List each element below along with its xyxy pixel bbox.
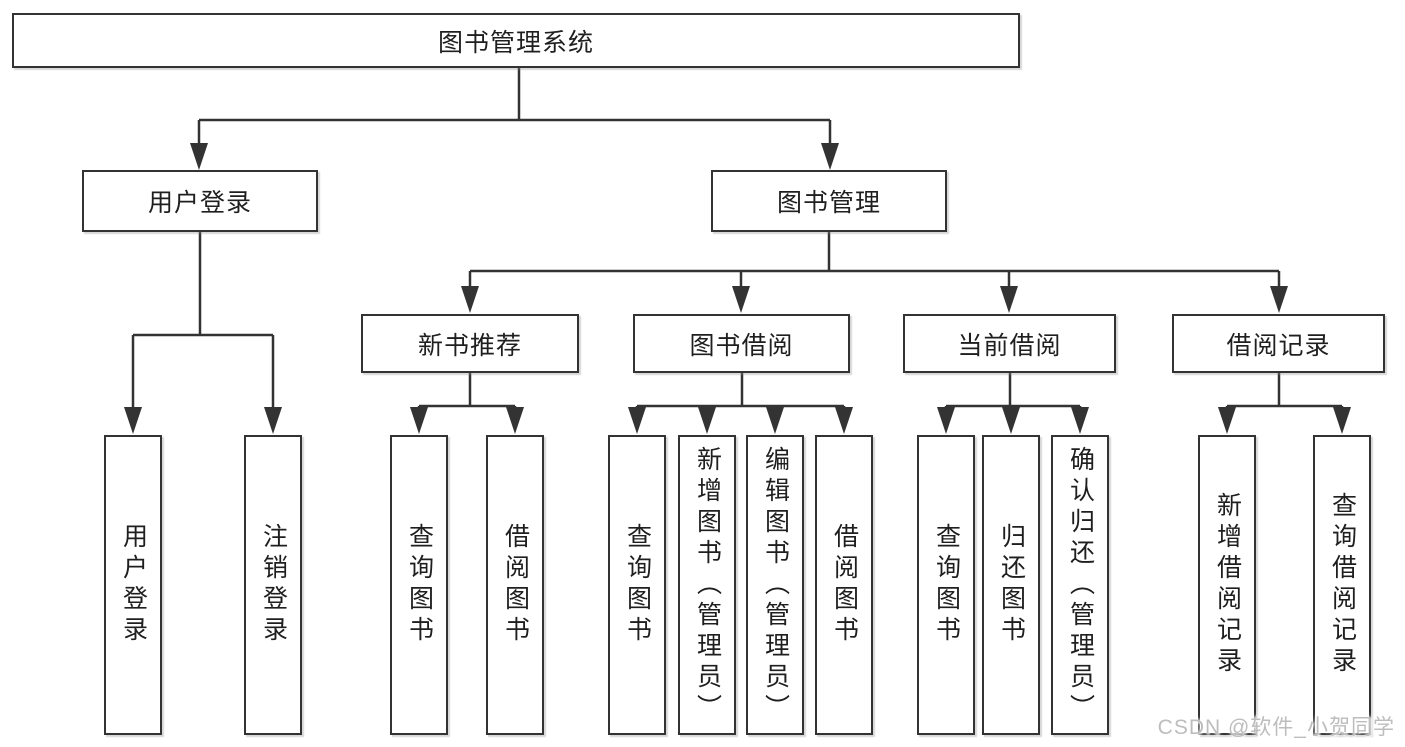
node-label: 新书推荐 <box>417 331 522 360</box>
node-new-book-recommend: 新书推荐 <box>361 314 579 373</box>
leaf-query-books: 查询图书 <box>390 435 448 735</box>
leaf-add-books-admin: 新增图书（管理员） <box>678 435 736 735</box>
leaf-label: 查询图书 <box>623 523 652 647</box>
node-label: 图书管理 <box>776 189 881 217</box>
leaf-label: 用户登录 <box>119 523 148 647</box>
leaf-label: 归还图书 <box>997 523 1026 647</box>
arrow-down-icon <box>410 407 428 434</box>
leaf-label: 查询图书 <box>932 523 961 647</box>
arrow-down-icon <box>835 407 853 434</box>
connector-book-mgmt-split <box>468 232 1281 287</box>
node-label: 图书借阅 <box>689 331 794 360</box>
node-borrow-records: 借阅记录 <box>1172 314 1385 373</box>
arrow-down-icon <box>821 143 839 170</box>
leaf-label: 借阅图书 <box>501 523 530 647</box>
arrow-down-icon <box>1218 407 1236 434</box>
leaf-return-books: 归还图书 <box>982 435 1040 735</box>
connector-records-split <box>1225 373 1344 408</box>
connector-new-books-split <box>417 373 517 408</box>
connector-current-split <box>944 373 1082 408</box>
node-label: 用户登录 <box>147 189 252 217</box>
arrow-down-icon <box>264 407 282 434</box>
arrow-down-icon <box>1002 407 1020 434</box>
node-root-system: 图书管理系统 <box>12 13 1020 68</box>
leaf-label: 新增借阅记录 <box>1213 492 1242 678</box>
arrow-down-icon <box>698 407 716 434</box>
node-book-borrowing: 图书借阅 <box>633 314 850 373</box>
leaf-confirm-return-admin: 确认归还（管理员） <box>1051 435 1109 735</box>
arrow-down-icon <box>1270 286 1288 313</box>
arrow-down-icon <box>124 407 142 434</box>
leaf-label: 新增图书（管理员） <box>693 445 722 725</box>
leaf-add-borrow-record: 新增借阅记录 <box>1198 435 1256 735</box>
node-label: 借阅记录 <box>1226 331 1331 360</box>
csdn-watermark: CSDN @软件_小贺同学 <box>1157 716 1395 739</box>
arrow-down-icon <box>1333 407 1351 434</box>
arrow-down-icon <box>1000 286 1018 313</box>
connector-root-split <box>197 68 832 144</box>
leaf-label: 借阅图书 <box>830 523 859 647</box>
node-current-borrow: 当前借阅 <box>903 314 1116 373</box>
leaf-label: 确认归还（管理员） <box>1066 445 1095 725</box>
leaf-label: 查询图书 <box>405 523 434 647</box>
arrow-down-icon <box>628 407 646 434</box>
node-label: 图书管理系统 <box>437 28 594 57</box>
node-book-management: 图书管理 <box>711 170 947 232</box>
leaf-query-borrow-record: 查询借阅记录 <box>1313 435 1371 735</box>
leaf-label: 注销登录 <box>259 523 288 647</box>
arrow-down-icon <box>766 407 784 434</box>
leaf-borrow-books: 借阅图书 <box>486 435 544 735</box>
leaf-user-login: 用户登录 <box>104 435 162 735</box>
arrow-down-icon <box>461 286 479 313</box>
connector-borrowing-split <box>635 373 846 408</box>
leaf-label: 编辑图书（管理员） <box>761 445 790 725</box>
arrow-down-icon <box>937 407 955 434</box>
leaf-logout: 注销登录 <box>244 435 302 735</box>
leaf-borrow-books: 借阅图书 <box>815 435 873 735</box>
connector-user-login-split <box>131 232 275 408</box>
leaf-label: 查询借阅记录 <box>1328 492 1357 678</box>
node-user-login: 用户登录 <box>82 170 318 232</box>
leaf-edit-books-admin: 编辑图书（管理员） <box>746 435 804 735</box>
leaf-query-books: 查询图书 <box>917 435 975 735</box>
arrow-down-icon <box>506 407 524 434</box>
node-label: 当前借阅 <box>957 331 1062 360</box>
arrow-down-icon <box>732 286 750 313</box>
leaf-query-books: 查询图书 <box>608 435 666 735</box>
arrow-down-icon <box>1071 407 1089 434</box>
arrow-down-icon <box>190 143 208 170</box>
